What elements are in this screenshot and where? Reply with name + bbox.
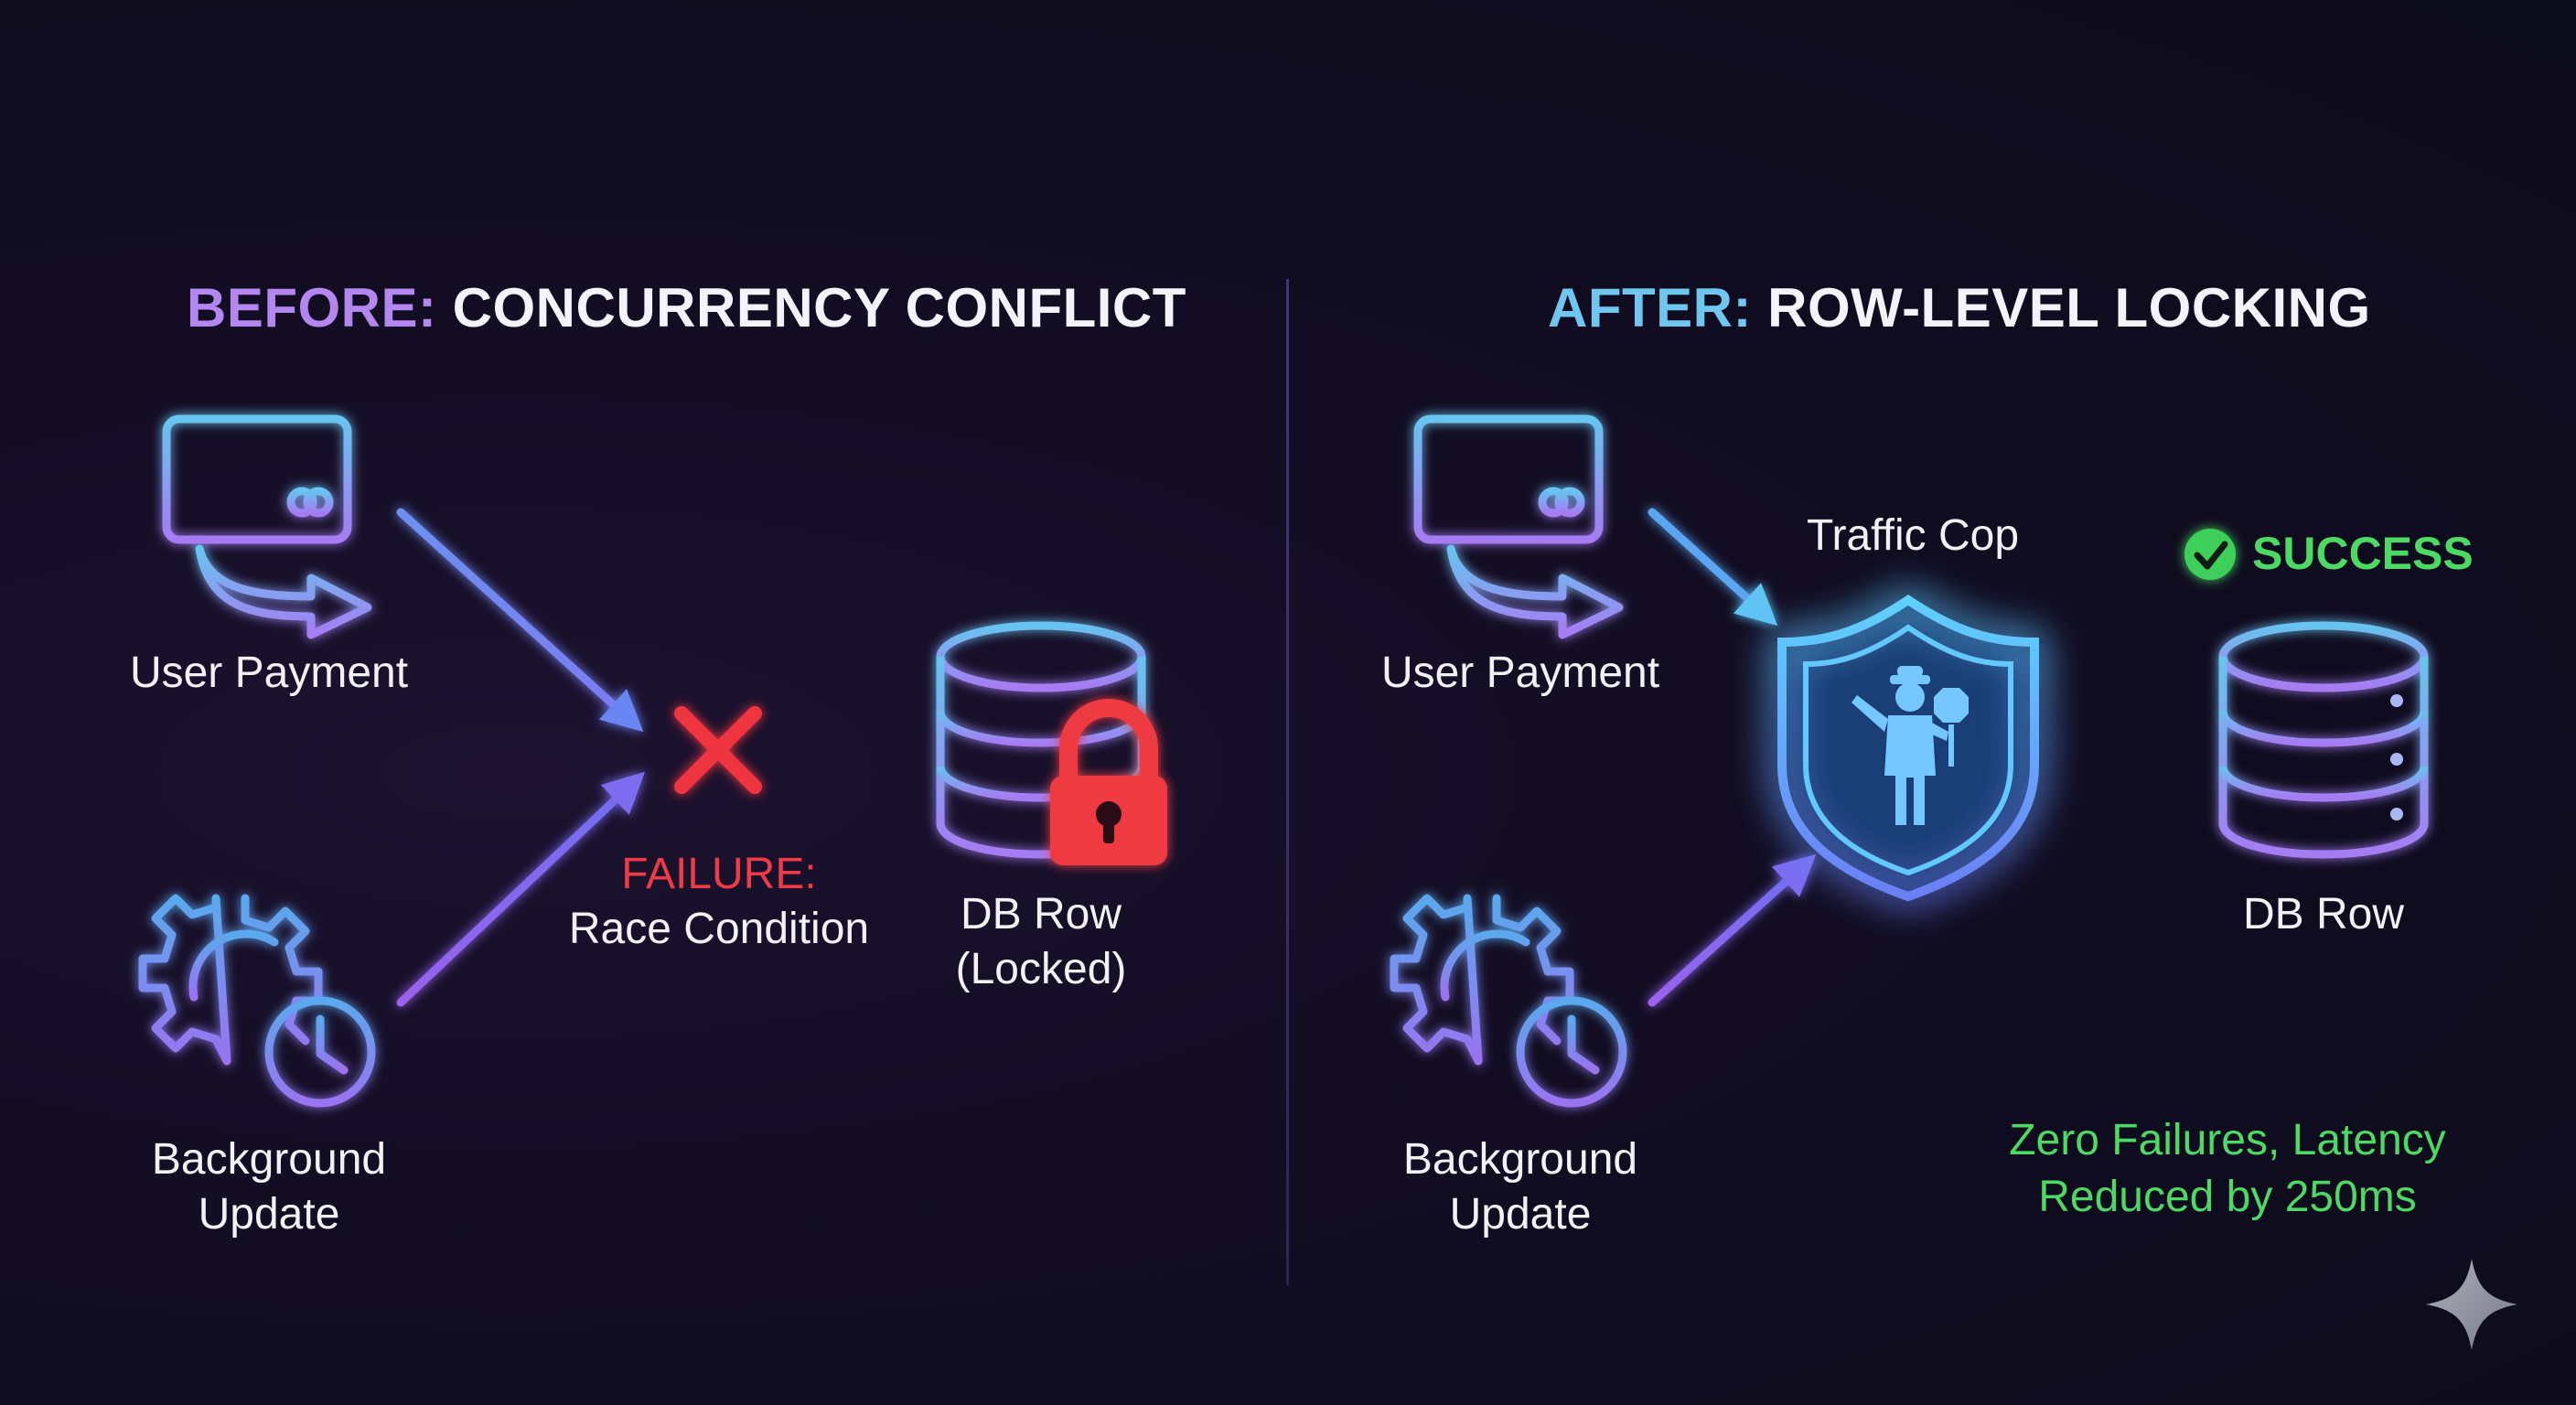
db-row-state: (Locked) — [955, 945, 1127, 993]
before-bg-line1: Background — [151, 1135, 387, 1184]
database-indicator-dots — [2390, 694, 2403, 820]
after-heading-title: ROW-LEVEL LOCKING — [1767, 277, 2371, 338]
traffic-cop-label: Traffic Cop — [1806, 511, 2020, 560]
after-db-row-label: DB Row — [2242, 890, 2405, 938]
payment-to-conflict-arrow — [396, 508, 644, 733]
shield-traffic-cop-icon — [1777, 594, 2039, 902]
before-heading-title: CONCURRENCY CONFLICT — [452, 277, 1186, 338]
after-heading-prefix: AFTER: — [1548, 277, 1752, 338]
section-divider — [1286, 279, 1289, 1285]
before-heading: BEFORE: CONCURRENCY CONFLICT — [187, 276, 1186, 339]
check-circle-icon — [2184, 529, 2236, 580]
before-heading-prefix: BEFORE: — [187, 277, 437, 338]
after-background-update-label: Background Update — [1325, 1132, 1716, 1242]
after-bg-line1: Background — [1402, 1135, 1638, 1184]
before-user-payment-label: User Payment — [129, 649, 409, 697]
red-x-icon — [674, 706, 762, 794]
after-user-payment-label: User Payment — [1380, 649, 1660, 697]
db-row-label: DB Row — [960, 890, 1122, 938]
failure-block: FAILURE: Race Condition — [536, 847, 902, 957]
payment-to-cop-arrow — [1648, 508, 1778, 627]
db-row-locked-label: DB Row (Locked) — [904, 887, 1178, 997]
before-background-update-label: Background Update — [73, 1132, 465, 1242]
failure-label: FAILURE: — [621, 850, 817, 898]
update-to-conflict-arrow — [396, 771, 646, 1007]
update-to-cop-arrow — [1648, 853, 1817, 1007]
database-icon-after — [2218, 621, 2429, 859]
gear-clock-icon — [138, 894, 376, 1108]
before-bg-line2: Update — [198, 1190, 340, 1239]
result-line-2: Reduced by 250ms — [2038, 1173, 2417, 1221]
failure-reason: Race Condition — [568, 905, 870, 953]
padlock-icon — [1050, 699, 1167, 865]
after-bg-line2: Update — [1449, 1190, 1592, 1239]
after-heading: AFTER: ROW-LEVEL LOCKING — [1548, 276, 2371, 339]
credit-card-arrow-icon-after — [1413, 414, 1624, 639]
success-label: SUCCESS — [2252, 528, 2474, 579]
result-summary: Zero Failures, Latency Reduced by 250ms — [1948, 1112, 2506, 1226]
gear-clock-icon-after — [1390, 894, 1627, 1108]
credit-card-arrow-icon — [162, 414, 372, 639]
result-line-1: Zero Failures, Latency — [2009, 1116, 2446, 1164]
sparkle-icon — [2426, 1259, 2517, 1350]
